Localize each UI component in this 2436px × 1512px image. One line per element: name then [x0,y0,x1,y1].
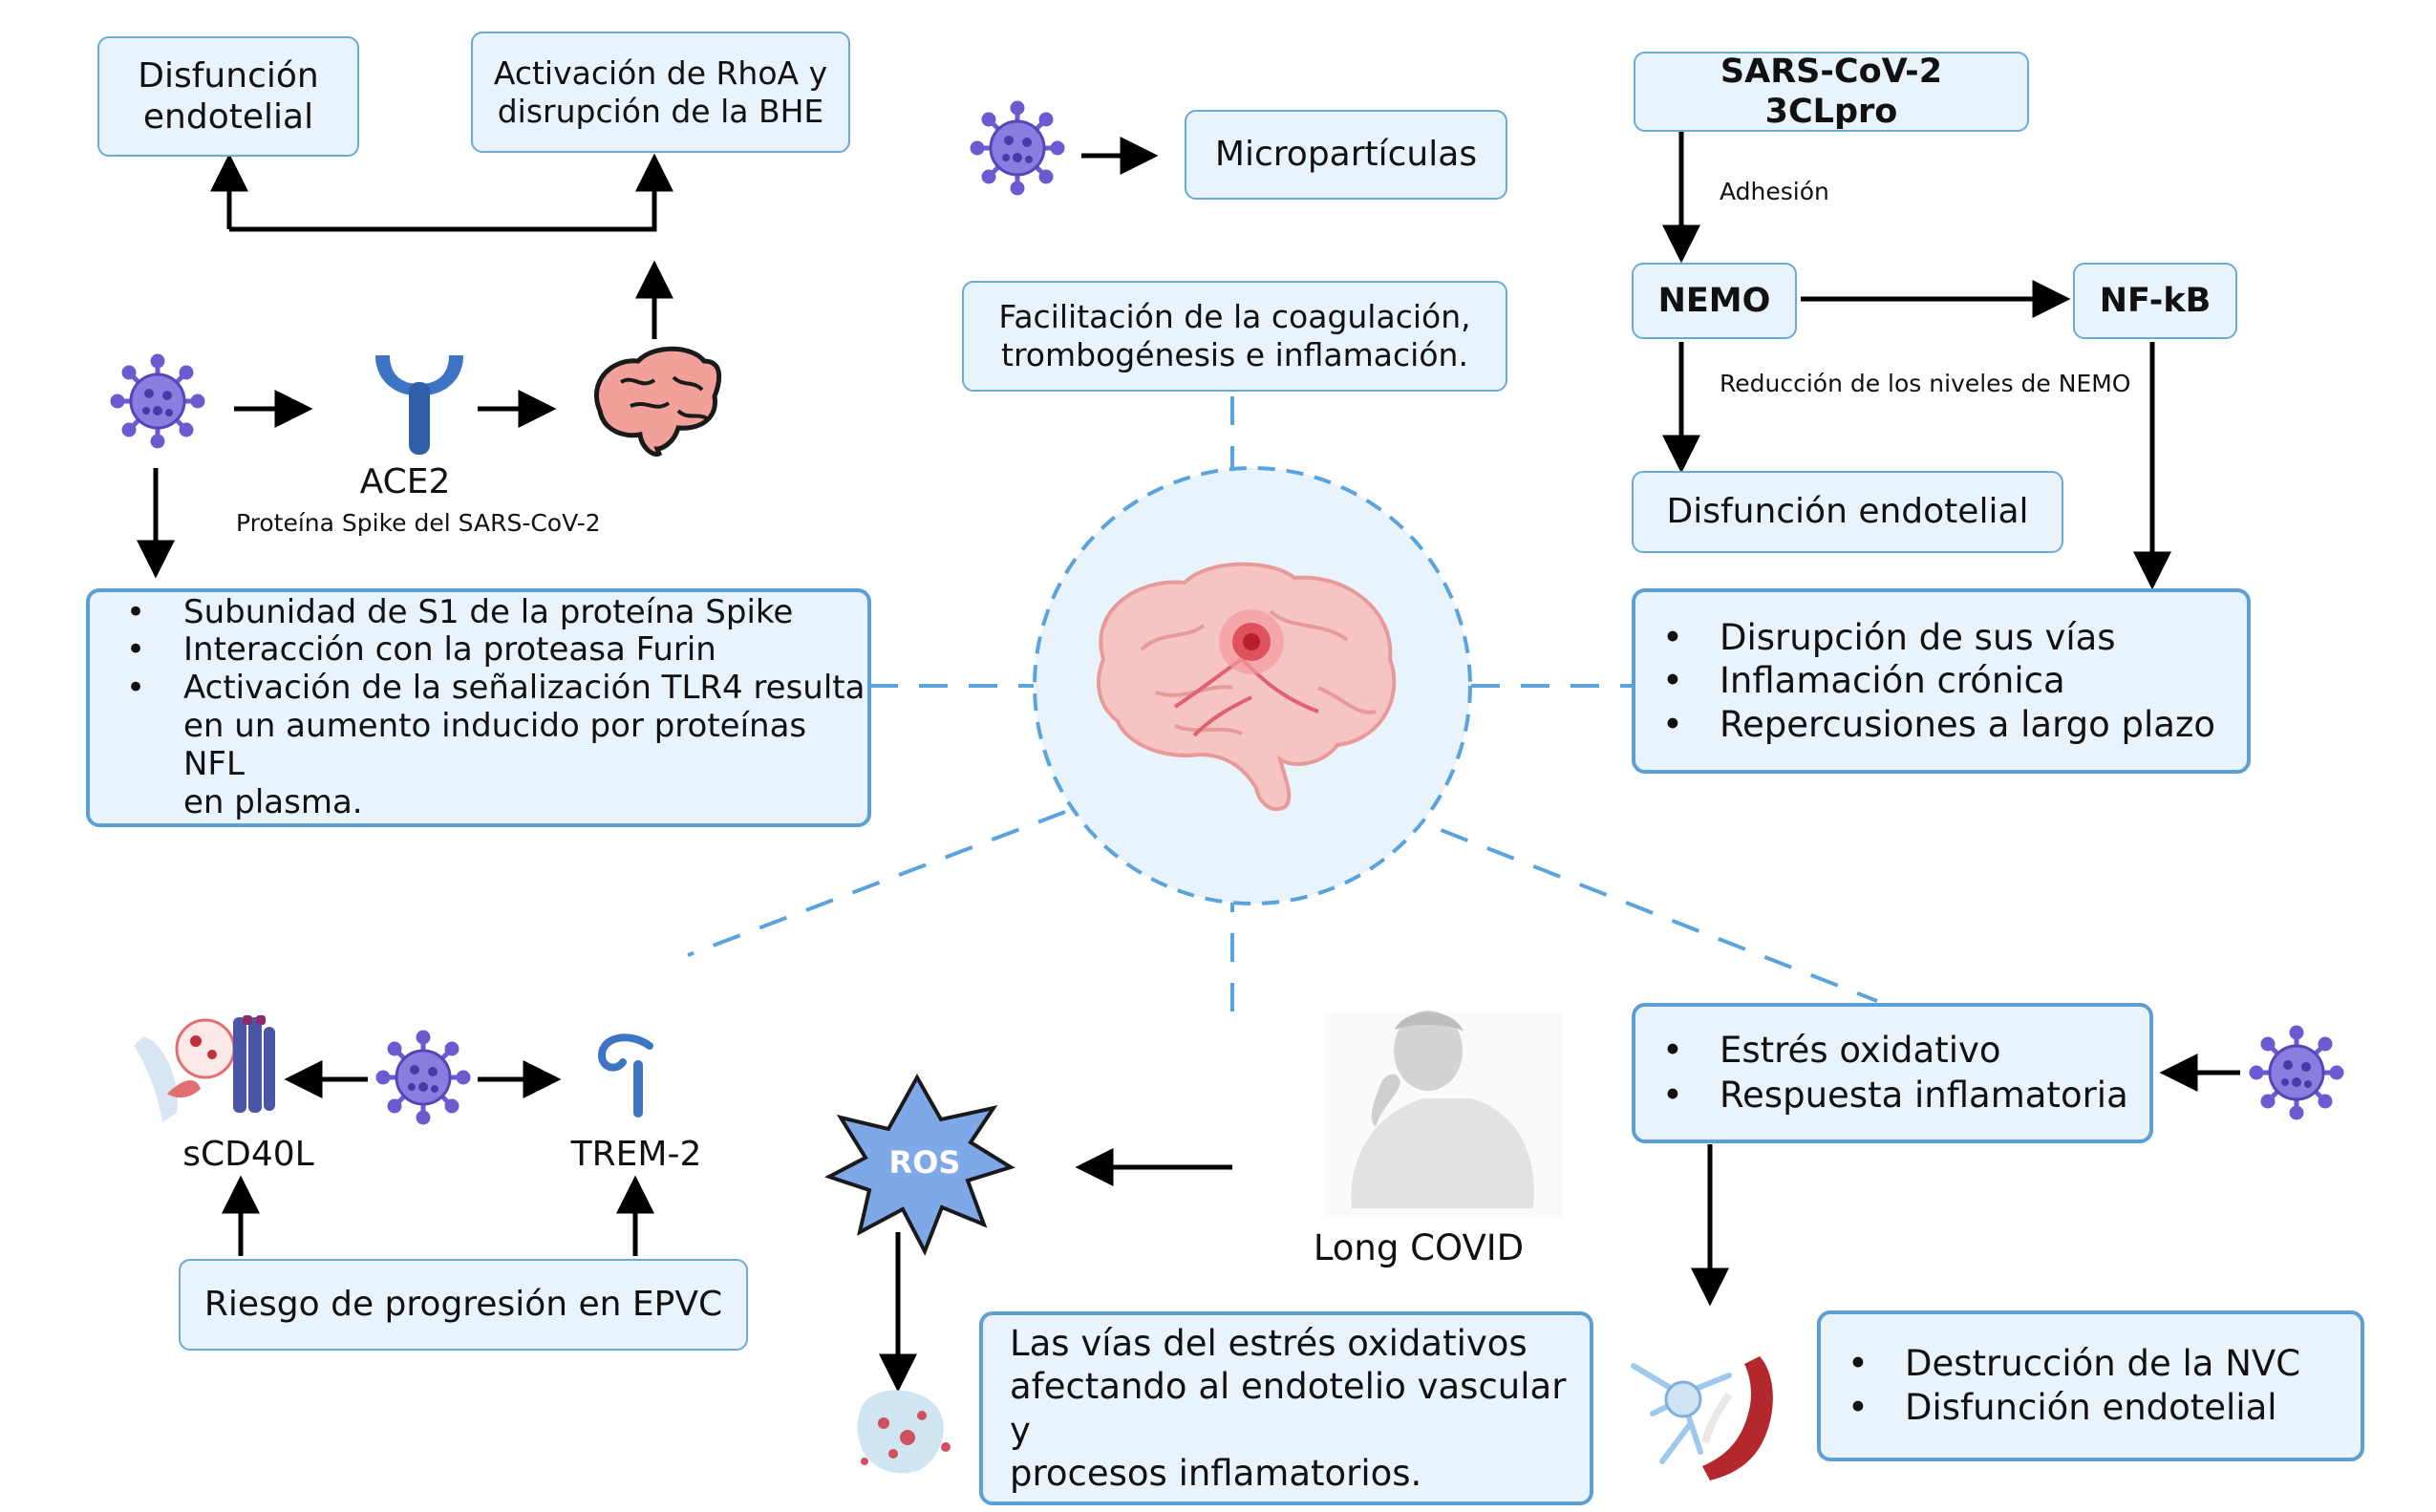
spike-protein-label: Proteína Spike del SARS-CoV-2 [236,509,601,537]
neurovascular-unit-icon [1631,1356,1773,1480]
reduccion-nemo-label: Reducción de los niveles de NEMO [1720,370,2131,397]
long-covid-person-icon [1323,1011,1562,1218]
nvc-bullet-list: •Destrucción de la NVC •Disfunción endot… [1830,1342,2300,1431]
virus-icon [378,1033,468,1122]
disfuncion-endotelial-box-top-right: Disfunción endotelial [1632,471,2063,553]
microparticulas-box: Micropartículas [1185,110,1507,200]
coagulacion-box: Facilitación de la coagulación, trombogé… [962,281,1507,392]
brain-icon [593,346,722,458]
nfkb-bullet-list: •Disrupción de sus vías •Inflamación cró… [1645,616,2215,745]
spike-bullets-box: •Subunidad de S1 de la proteína Spike •I… [86,588,871,827]
list-item: •Destrucción de la NVC [1848,1342,2301,1384]
virus-icon [2252,1028,2341,1118]
vias-estres-label: Las vías del estrés oxidativos afectando… [1010,1323,1567,1494]
trem2-receptor-icon [597,1033,653,1118]
scd40l-label: sCD40L [182,1135,314,1174]
virus-icon [972,103,1062,193]
long-covid-label: Long COVID [1313,1227,1525,1268]
damaged-cell-icon [857,1390,951,1474]
list-item: •Activación de la señalización TLR4 resu… [126,669,865,821]
nfkb-label: NF-kB [2099,282,2212,320]
rhoa-box: Activación de RhoA y disrupción de la BH… [471,32,850,153]
virus-icon [113,356,203,446]
list-item: •Estrés oxidativo [1662,1030,2001,1072]
trem2-label: TREM-2 [570,1135,702,1174]
estres-bullet-list: •Estrés oxidativo •Respuesta inflamatori… [1645,1029,2128,1118]
adhesion-label: Adhesión [1720,178,1829,205]
list-item: •Repercusiones a largo plazo [1662,703,2216,745]
estres-oxidativo-box: •Estrés oxidativo •Respuesta inflamatori… [1632,1003,2153,1143]
nfkb-consequences-box: •Disrupción de sus vías •Inflamación cró… [1632,588,2251,774]
sars-3clpro-box: SARS-CoV-2 3CLpro [1634,52,2029,132]
rhoa-label: Activación de RhoA y disrupción de la BH… [493,53,828,130]
sars-3clpro-label: SARS-CoV-2 3CLpro [1720,53,1943,131]
ros-label: ROS [888,1144,961,1181]
disfuncion-endotelial-label: Disfunción endotelial [1666,492,2029,532]
list-item: •Disrupción de sus vías [1662,617,2116,659]
list-item: •Disfunción endotelial [1848,1387,2277,1428]
ace2-receptor-icon [375,355,463,455]
spike-bullet-list: •Subunidad de S1 de la proteína Spike •I… [109,592,867,822]
central-brain-icon [1097,562,1397,811]
list-item: •Interacción con la proteasa Furin [126,630,716,670]
disfuncion-endotelial-label: Disfunción endotelial [138,55,319,137]
nemo-box: NEMO [1632,263,1797,339]
riesgo-epvc-box: Riesgo de progresión en EPVC [179,1259,748,1351]
nemo-label: NEMO [1657,282,1771,320]
microparticulas-label: Micropartículas [1214,135,1478,175]
ros-burst-icon [823,1073,1015,1256]
coagulacion-label: Facilitación de la coagulación, trombogé… [998,298,1471,373]
list-item: •Respuesta inflamatoria [1662,1074,2128,1116]
ace2-label: ACE2 [359,462,451,501]
vias-estres-box: Las vías del estrés oxidativos afectando… [979,1311,1593,1505]
scd40l-icon [134,1015,275,1122]
nvc-box: •Destrucción de la NVC •Disfunción endot… [1817,1310,2364,1461]
disfuncion-endotelial-box-top-left: Disfunción endotelial [97,36,359,157]
list-item: •Subunidad de S1 de la proteína Spike [126,592,794,631]
nfkb-box: NF-kB [2073,263,2237,339]
list-item: •Inflamación crónica [1662,660,2065,702]
riesgo-epvc-label: Riesgo de progresión en EPVC [203,1285,723,1325]
